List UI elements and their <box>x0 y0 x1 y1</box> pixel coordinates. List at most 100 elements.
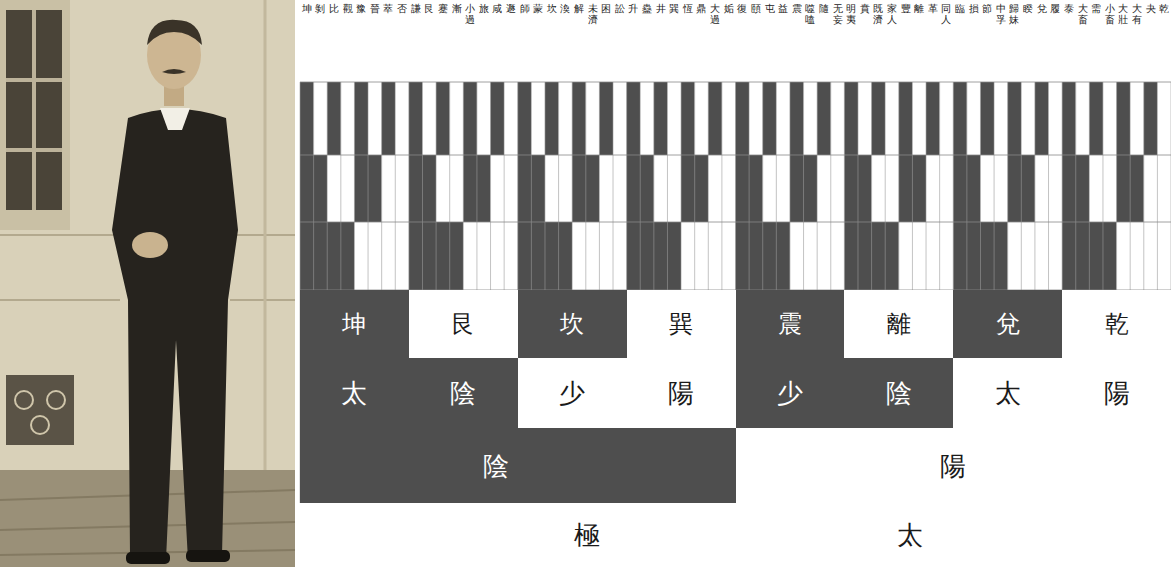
cell-character: 太 <box>341 380 367 406</box>
moustache <box>162 69 186 74</box>
yin-yang-block <box>817 82 831 155</box>
hexagram-name: 乾 <box>1159 3 1169 14</box>
yin-yang-block <box>559 82 573 155</box>
hexagram-name: 泰 <box>1064 3 1074 14</box>
portrait-photo <box>0 0 295 567</box>
hexagram-name: 艮 <box>424 3 434 14</box>
hexagram-name: 損 <box>969 3 979 14</box>
hexagram-name: 師 <box>520 3 530 14</box>
hexagram-name: 兌 <box>1037 3 1047 14</box>
row-line <box>300 222 1171 223</box>
hexagram-name: 无妄 <box>833 3 843 25</box>
hexagram-name: 明夷 <box>846 3 856 25</box>
window-frame <box>6 78 62 82</box>
yin-yang-block <box>1035 82 1049 155</box>
four-images-cell: 太陽 <box>953 358 1171 428</box>
cell-character: 太 <box>995 380 1021 406</box>
yin-yang-block <box>572 82 586 155</box>
yin-band: 陰 <box>300 428 736 503</box>
hexagram-name: 巽 <box>669 3 679 14</box>
cell-character: 太 <box>897 522 923 548</box>
yin-yang-block <box>613 82 627 155</box>
cell-character: 極 <box>574 522 600 548</box>
yin-yang-block <box>450 82 464 155</box>
yin-yang-block <box>926 82 940 155</box>
hexagram-name: 鼎 <box>696 3 706 14</box>
cell-character: 巽 <box>669 312 693 336</box>
hexagram-name: 謙 <box>411 3 421 14</box>
cell-character: 陽 <box>668 380 694 406</box>
trigram-cell: 兌 <box>953 290 1062 358</box>
yin-yang-block <box>627 82 641 155</box>
hexagram-name: 漸 <box>452 3 462 14</box>
hexagram-name: 中孚 <box>996 3 1006 25</box>
cell-character: 震 <box>778 312 802 336</box>
hexagram-name: 渙 <box>560 3 570 14</box>
dark-suit <box>112 109 238 560</box>
hexagram-name: 困 <box>601 3 611 14</box>
trigram-cell: 艮 <box>409 290 518 358</box>
hexagram-name: 大壯 <box>1118 3 1128 25</box>
yin-yang-block <box>1157 82 1171 155</box>
yin-yang-block <box>872 82 886 155</box>
yin-yang-block <box>804 82 818 155</box>
yin-yang-block <box>545 82 559 155</box>
window <box>6 10 62 210</box>
yin-yang-block <box>1103 82 1117 155</box>
stone-joint <box>0 234 120 236</box>
trigram-cell: 乾 <box>1062 290 1171 358</box>
cell-character: 乾 <box>1105 312 1129 336</box>
cell-character: 兌 <box>996 312 1020 336</box>
yin-yang-block <box>354 82 368 155</box>
grille-scroll <box>31 416 49 434</box>
cell-character: 陰 <box>450 380 476 406</box>
cell-character: 離 <box>887 312 911 336</box>
yin-yang-block <box>749 82 763 155</box>
yin-yang-block <box>1008 82 1022 155</box>
yin-yang-block <box>531 82 545 155</box>
hexagram-name: 觀 <box>343 3 353 14</box>
yin-yang-block <box>953 82 967 155</box>
yin-yang-block <box>885 82 899 155</box>
hexagram-name: 小畜 <box>1105 3 1115 25</box>
hexagram-name: 晉 <box>370 3 380 14</box>
hexagram-name: 節 <box>982 3 992 14</box>
yin-yang-block <box>967 82 981 155</box>
hexagram-name: 夬 <box>1146 3 1156 14</box>
yin-yang-block <box>368 82 382 155</box>
hexagram-name: 未濟 <box>588 3 598 25</box>
hexagram-name: 睽 <box>1023 3 1033 14</box>
yin-yang-block <box>1076 82 1090 155</box>
taiji-band: 極太 <box>300 503 1171 567</box>
hexagram-name: 否 <box>397 3 407 14</box>
hexagram-name: 比 <box>329 3 339 14</box>
hexagram-name: 姤 <box>724 3 734 14</box>
hexagram-name: 既濟 <box>873 3 883 25</box>
yin-yang-block <box>395 82 409 155</box>
yin-yang-block <box>1130 82 1144 155</box>
cell-character: 坎 <box>560 312 584 336</box>
cell-character: 陰 <box>483 453 509 479</box>
yin-yang-block <box>994 82 1008 155</box>
cell-character: 陽 <box>940 453 966 479</box>
hexagram-name: 旅 <box>479 3 489 14</box>
hexagram-name: 益 <box>778 3 788 14</box>
cell-character: 艮 <box>451 312 475 336</box>
hexagram-name: 蹇 <box>438 3 448 14</box>
window-frame <box>32 10 36 210</box>
yin-yang-block <box>518 82 532 155</box>
window-frame <box>6 148 62 152</box>
yin-yang-block <box>1062 82 1076 155</box>
hexagram-name: 屯 <box>765 3 775 14</box>
hexagram-name: 歸妹 <box>1009 3 1019 25</box>
yin-yang-block <box>858 82 872 155</box>
yin-yang-block <box>640 82 654 155</box>
hexagram-name: 大過 <box>710 3 720 25</box>
yin-yang-block <box>695 82 709 155</box>
cell-character: 陰 <box>886 380 912 406</box>
yin-yang-block <box>736 82 750 155</box>
hexagram-name: 恆 <box>683 3 693 14</box>
hexagram-name: 需 <box>1091 3 1101 14</box>
